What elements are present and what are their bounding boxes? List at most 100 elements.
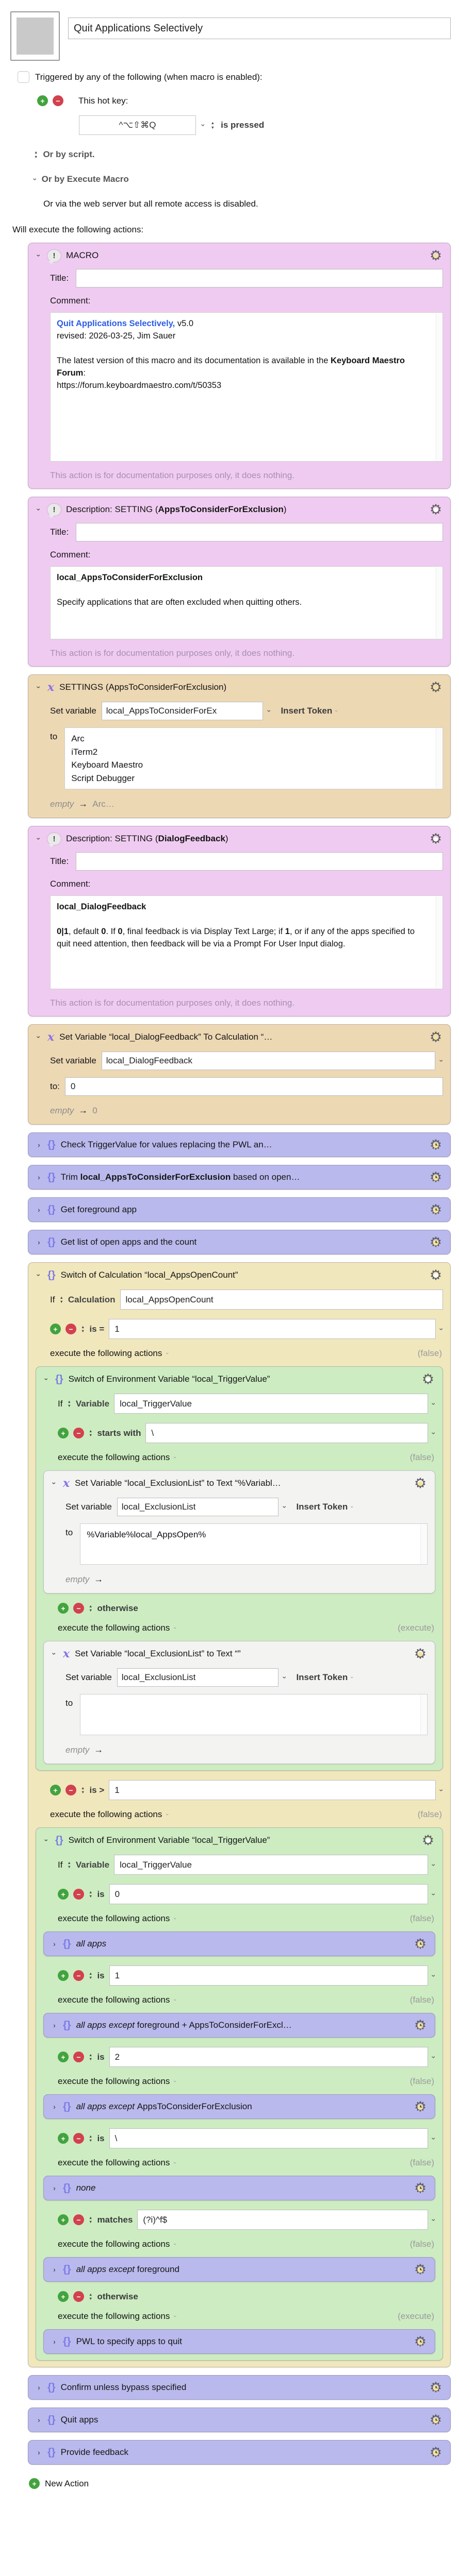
action-switch-triggervalue-2[interactable]: › {} Switch of Environment Variable “loc…: [36, 1827, 443, 2361]
gear-clock-icon[interactable]: ⚙: [429, 2413, 443, 2427]
condition-menu-chevron-icon[interactable]: ›: [430, 1974, 438, 1977]
remove-condition-button[interactable]: −: [73, 1889, 84, 1900]
popup-updown-icon[interactable]: ▲▼: [67, 1860, 71, 1869]
gear-icon[interactable]: ⚙: [429, 502, 443, 517]
disclosure-triangle-icon[interactable]: ›: [53, 2103, 56, 2111]
variable-menu-chevron-icon[interactable]: ›: [430, 1402, 438, 1405]
insert-token-popup[interactable]: Insert Token›: [296, 1672, 355, 1683]
remove-condition-button[interactable]: −: [73, 2133, 84, 2144]
disclosure-triangle-icon[interactable]: ›: [42, 1378, 51, 1381]
disclosure-triangle-icon[interactable]: ›: [42, 1839, 51, 1842]
gear-clock-icon[interactable]: ⚙: [429, 1138, 443, 1152]
disclosure-triangle-icon[interactable]: ›: [53, 2265, 56, 2274]
or-by-execute-macro-label[interactable]: Or by Execute Macro: [41, 174, 129, 184]
action-group-all-except-fg-apps[interactable]: › {} all apps except foreground + AppsTo…: [43, 2013, 435, 2038]
remove-condition-button[interactable]: −: [65, 1324, 76, 1334]
disclosure-triangle-icon[interactable]: ›: [53, 2184, 56, 2192]
condition-operator-popup[interactable]: is: [97, 2133, 105, 2143]
disclosure-triangle-icon[interactable]: ›: [38, 2416, 40, 2424]
condition-value-field[interactable]: (?i)^f$: [137, 2210, 429, 2230]
condition-operator-popup[interactable]: is =: [89, 1324, 105, 1334]
condition-operator-popup[interactable]: otherwise: [97, 2291, 138, 2301]
chevron-down-icon[interactable]: ›: [172, 2162, 178, 2164]
condition-value-field[interactable]: 1: [109, 1319, 436, 1339]
add-condition-button[interactable]: +: [58, 1428, 69, 1438]
gear-icon[interactable]: ⚙: [429, 1268, 443, 1282]
condition-menu-chevron-icon[interactable]: ›: [430, 2218, 438, 2221]
remove-condition-button[interactable]: −: [65, 1785, 76, 1795]
condition-value-field[interactable]: 0: [109, 1884, 429, 1904]
gear-icon[interactable]: ⚙: [413, 1476, 428, 1490]
gear-icon[interactable]: ⚙: [429, 680, 443, 694]
remove-trigger-button[interactable]: −: [53, 95, 63, 106]
comment-title-input[interactable]: [76, 269, 443, 287]
variable-value-textarea[interactable]: Arc iTerm2 Keyboard Maestro Script Debug…: [64, 727, 443, 789]
gear-icon[interactable]: ⚙: [421, 1833, 435, 1848]
disclosure-triangle-icon[interactable]: ›: [53, 2021, 56, 2029]
chevron-down-icon[interactable]: ›: [172, 1999, 178, 2001]
popup-updown-icon[interactable]: ▲▼: [81, 1786, 85, 1794]
chevron-down-icon[interactable]: ›: [172, 2243, 178, 2245]
variable-menu-chevron-icon[interactable]: ›: [281, 1505, 289, 1509]
gear-clock-icon[interactable]: ⚙: [429, 1170, 443, 1184]
chevron-down-icon[interactable]: ›: [172, 1456, 178, 1459]
action-switch-triggervalue-1[interactable]: › {} Switch of Environment Variable “loc…: [36, 1366, 443, 1771]
popup-updown-icon[interactable]: ▲▼: [89, 1971, 92, 1980]
disclosure-triangle-icon[interactable]: ›: [38, 2448, 40, 2456]
gear-clock-icon[interactable]: ⚙: [413, 1937, 428, 1951]
condition-operator-popup[interactable]: is >: [89, 1785, 105, 1795]
action-settings-appstoconsider[interactable]: › x SETTINGS (AppsToConsiderForExclusion…: [28, 674, 451, 818]
add-condition-button[interactable]: +: [50, 1324, 61, 1334]
disclosure-triangle-icon[interactable]: ›: [38, 1141, 40, 1149]
popup-updown-icon[interactable]: ▲▼: [89, 1604, 92, 1613]
disclosure-triangle-icon[interactable]: ›: [35, 837, 43, 840]
add-condition-button[interactable]: +: [58, 2291, 69, 2302]
action-set-exclusionlist-appsopen[interactable]: › x Set Variable “local_ExclusionList” t…: [43, 1470, 435, 1594]
action-group-get-open-apps[interactable]: › {} Get list of open apps and the count…: [28, 1230, 451, 1255]
gear-clock-icon[interactable]: ⚙: [429, 2380, 443, 2395]
insert-token-popup[interactable]: Insert Token›: [296, 1502, 355, 1512]
hotkey-field[interactable]: ^⌥⇧⌘Q: [79, 115, 196, 135]
action-group-get-foreground[interactable]: › {} Get foreground app ⚙: [28, 1197, 451, 1222]
action-group-confirm[interactable]: › {} Confirm unless bypass specified ⚙: [28, 2375, 451, 2400]
variable-menu-chevron-icon[interactable]: ›: [430, 1863, 438, 1866]
disclosure-triangle-icon[interactable]: ›: [35, 1036, 43, 1039]
chevron-down-icon[interactable]: ›: [164, 1352, 171, 1354]
action-group-check-triggervalue[interactable]: › {} Check TriggerValue for values repla…: [28, 1132, 451, 1157]
variable-menu-chevron-icon[interactable]: ›: [265, 709, 274, 713]
disclosure-triangle-icon[interactable]: ›: [35, 254, 43, 257]
gear-icon[interactable]: ⚙: [429, 248, 443, 263]
macro-title-input[interactable]: [68, 18, 451, 39]
chevron-down-icon[interactable]: ›: [164, 1814, 171, 1816]
condition-menu-chevron-icon[interactable]: ›: [437, 1328, 446, 1330]
action-group-all-except-foreground[interactable]: › {} all apps except foreground ⚙: [43, 2257, 435, 2282]
condition-value-field[interactable]: 1: [109, 1965, 429, 1986]
disclosure-triangle-icon[interactable]: ›: [35, 1274, 43, 1277]
action-group-provide-feedback[interactable]: › {} Provide feedback ⚙: [28, 2440, 451, 2465]
gear-icon[interactable]: ⚙: [429, 832, 443, 846]
if-mode-popup[interactable]: Calculation: [68, 1294, 116, 1304]
popup-updown-icon[interactable]: ▲▼: [89, 2292, 92, 2301]
calculation-field[interactable]: local_AppsOpenCount: [120, 1290, 443, 1310]
condition-value-field[interactable]: \: [109, 2128, 429, 2148]
popup-updown-icon[interactable]: ▲▼: [67, 1399, 71, 1408]
disclosure-triangle-icon[interactable]: ›: [53, 2337, 56, 2346]
new-action-label[interactable]: New Action: [45, 2478, 89, 2488]
comment-title-input[interactable]: [76, 852, 443, 871]
variable-name-field[interactable]: local_ExclusionList: [117, 1498, 278, 1516]
disclosure-triangle-icon[interactable]: ›: [50, 1482, 59, 1485]
add-condition-button[interactable]: +: [58, 2052, 69, 2062]
action-description-dialogfeedback[interactable]: › ! Description: SETTING (DialogFeedback…: [28, 826, 451, 1016]
action-set-exclusionlist-empty[interactable]: › x Set Variable “local_ExclusionList” t…: [43, 1641, 435, 1764]
action-group-all-apps[interactable]: › {} all apps ⚙: [43, 1931, 435, 1956]
disclosure-triangle-icon[interactable]: ›: [35, 686, 43, 689]
action-set-dialogfeedback[interactable]: › x Set Variable “local_DialogFeedback” …: [28, 1024, 451, 1125]
chevron-down-icon[interactable]: ›: [172, 1627, 178, 1629]
popup-updown-icon[interactable]: ▲▼: [89, 1429, 92, 1437]
add-trigger-button[interactable]: +: [37, 95, 48, 106]
action-group-all-except-apps[interactable]: › {} all apps except AppsToConsiderForEx…: [43, 2094, 435, 2119]
gear-clock-icon[interactable]: ⚙: [413, 2099, 428, 2114]
condition-operator-popup[interactable]: matches: [97, 2214, 133, 2225]
gear-clock-icon[interactable]: ⚙: [413, 2262, 428, 2277]
